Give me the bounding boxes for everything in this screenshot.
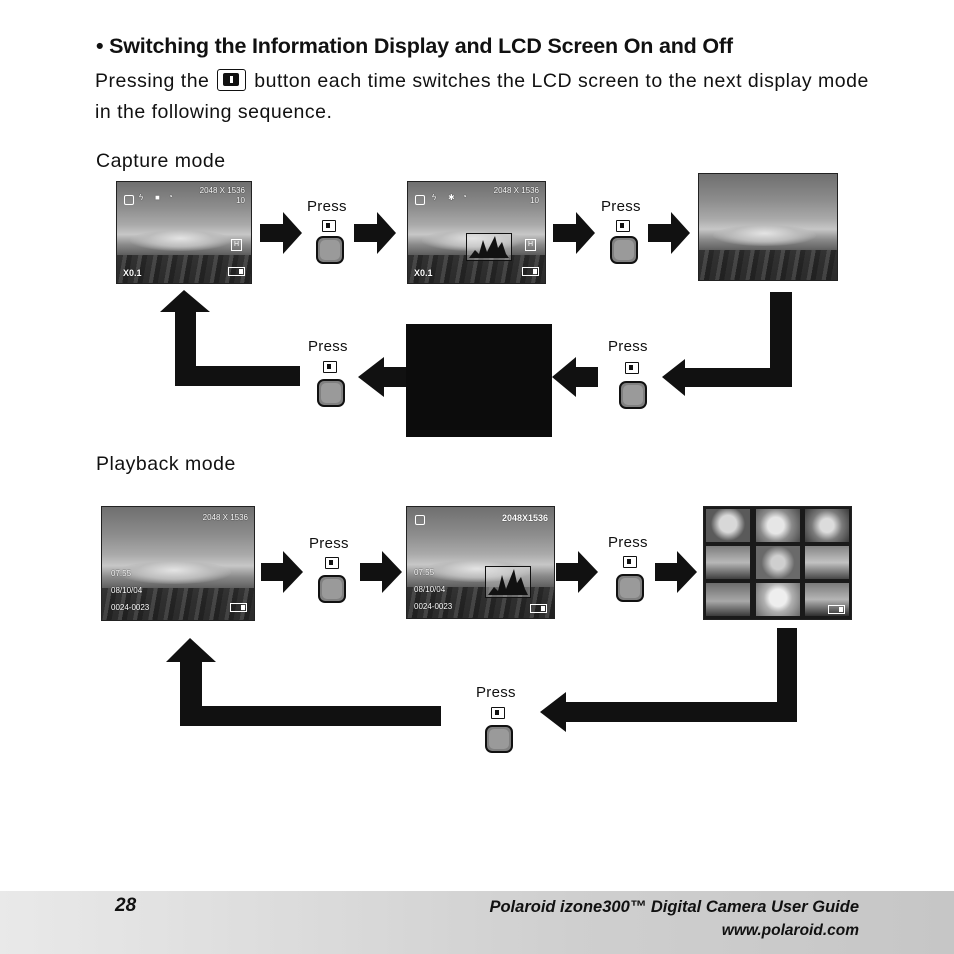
zoom-text: X0.1	[123, 268, 142, 278]
capture-screen-lcd-off	[406, 324, 552, 437]
display-button	[616, 574, 644, 602]
self-timer-icon: ◔	[168, 192, 173, 201]
display-button-icon	[322, 220, 336, 232]
thumbnail	[805, 509, 849, 542]
footer-url: www.polaroid.com	[721, 922, 859, 939]
camera-icon	[415, 515, 425, 525]
display-button-icon	[323, 361, 337, 373]
display-button-icon	[217, 69, 247, 91]
display-button-icon	[623, 556, 637, 568]
arrow-right	[354, 212, 396, 254]
press-label: Press	[308, 338, 348, 355]
flash-icon: ϟ	[432, 193, 437, 202]
arrow-loop-up	[160, 290, 300, 386]
intro-paragraph: Pressing the button each time switches t…	[95, 66, 885, 128]
white-balance-icon: ✱	[448, 193, 455, 202]
press-label: Press	[307, 198, 347, 215]
thumbnail	[706, 509, 750, 542]
intro-text-after: button each time switches the LCD screen…	[95, 70, 869, 123]
page-number: 28	[115, 895, 137, 916]
time-text: 07:55	[414, 568, 435, 577]
footer-bar	[0, 891, 954, 954]
arrow-right	[261, 551, 303, 593]
capture-screen-no-info	[698, 173, 838, 281]
arrow-left	[552, 357, 598, 397]
press-label: Press	[608, 534, 648, 551]
playback-screen-basic-info: 2048 X 1536 07:55 08/10/04 0024-0023	[101, 506, 255, 621]
date-text: 08/10/04	[111, 586, 143, 595]
battery-icon	[230, 603, 247, 612]
press-label: Press	[309, 535, 349, 552]
thumbnail	[756, 546, 800, 579]
capture-screen-full-info: ϟ ■ ◔ 2048 X 1536 10 H X0.1	[116, 181, 252, 284]
intro-text-before: Pressing the	[95, 70, 210, 92]
thumbnail	[756, 583, 800, 616]
shots-remaining: 10	[236, 196, 245, 205]
thumbnail	[706, 546, 750, 579]
playback-screen-thumbnails	[703, 506, 852, 620]
flash-icon: ϟ	[139, 193, 144, 202]
self-timer-icon: ◔	[462, 192, 467, 201]
battery-icon	[530, 604, 547, 613]
histogram-icon	[466, 233, 512, 261]
arrow-right	[553, 212, 595, 254]
arrow-right	[655, 551, 697, 593]
display-button	[318, 575, 346, 603]
display-button	[316, 236, 344, 264]
arrow-right	[556, 551, 598, 593]
display-button-icon	[491, 707, 505, 719]
arrow-loop-right-down	[662, 292, 792, 396]
battery-icon	[522, 267, 539, 276]
section-heading: • Switching the Information Display and …	[96, 34, 733, 58]
camera-icon	[415, 195, 425, 205]
arrow-right	[260, 212, 302, 254]
thumbnail	[756, 509, 800, 542]
press-label: Press	[476, 684, 516, 701]
quality-indicator: H	[231, 239, 242, 251]
arrow-loop-right-down	[540, 628, 797, 732]
resolution-text: 2048 X 1536	[199, 186, 245, 195]
file-number-text: 0024-0023	[414, 602, 453, 611]
battery-icon	[828, 605, 845, 614]
resolution-text: 2048 X 1536	[493, 186, 539, 195]
resolution-text: 2048 X 1536	[202, 513, 248, 522]
date-text: 08/10/04	[414, 585, 446, 594]
footer-title: Polaroid izone300™ Digital Camera User G…	[489, 898, 859, 916]
display-button	[317, 379, 345, 407]
arrow-right	[360, 551, 402, 593]
zoom-text: X0.1	[414, 268, 433, 278]
battery-icon	[228, 267, 245, 276]
playback-mode-label: Playback mode	[96, 453, 236, 475]
display-button	[610, 236, 638, 264]
resolution-text: 2048X1536	[501, 513, 548, 523]
thumbnail	[805, 546, 849, 579]
camera-icon	[124, 195, 134, 205]
display-button	[619, 381, 647, 409]
arrow-left	[358, 357, 406, 397]
display-button-icon	[625, 362, 639, 374]
display-button-icon	[616, 220, 630, 232]
shots-remaining: 10	[530, 196, 539, 205]
thumbnail	[706, 583, 750, 616]
display-button-icon	[325, 557, 339, 569]
file-number-text: 0024-0023	[111, 603, 150, 612]
quality-indicator: H	[525, 239, 536, 251]
press-label: Press	[601, 198, 641, 215]
display-button	[485, 725, 513, 753]
white-balance-icon: ■	[155, 193, 160, 202]
arrow-loop-up	[166, 638, 441, 726]
capture-screen-histogram: ϟ ✱ ◔ 2048 X 1536 10 H X0.1	[407, 181, 546, 284]
capture-mode-label: Capture mode	[96, 150, 226, 172]
press-label: Press	[608, 338, 648, 355]
arrow-right	[648, 212, 690, 254]
histogram-icon	[485, 566, 531, 598]
time-text: 07:55	[111, 569, 132, 578]
playback-screen-histogram: 2048X1536 07:55 08/10/04 0024-0023	[406, 506, 555, 619]
